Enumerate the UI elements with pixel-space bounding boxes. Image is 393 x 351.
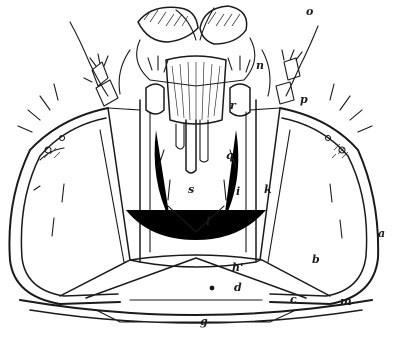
- right-eye: [200, 6, 247, 44]
- label-q: q: [226, 150, 234, 161]
- label-n: n: [256, 60, 264, 71]
- label-a: a: [378, 228, 385, 239]
- label-k: k: [264, 184, 272, 195]
- label-m: m: [340, 296, 352, 307]
- label-o: o: [306, 6, 313, 17]
- label-p: p: [300, 94, 308, 105]
- label-g: g: [200, 316, 208, 327]
- label-c: c: [290, 294, 297, 305]
- dot-marker: [210, 286, 215, 291]
- label-s: s: [188, 184, 194, 195]
- label-h: h': [232, 262, 243, 273]
- label-i: i: [236, 186, 240, 197]
- label-r: r: [230, 100, 236, 111]
- label-b: b: [312, 254, 320, 265]
- mouthparts: [166, 56, 226, 173]
- label-d: d: [234, 282, 242, 293]
- left-palp: [70, 22, 168, 114]
- head: [119, 6, 270, 96]
- label-l: l: [206, 216, 210, 227]
